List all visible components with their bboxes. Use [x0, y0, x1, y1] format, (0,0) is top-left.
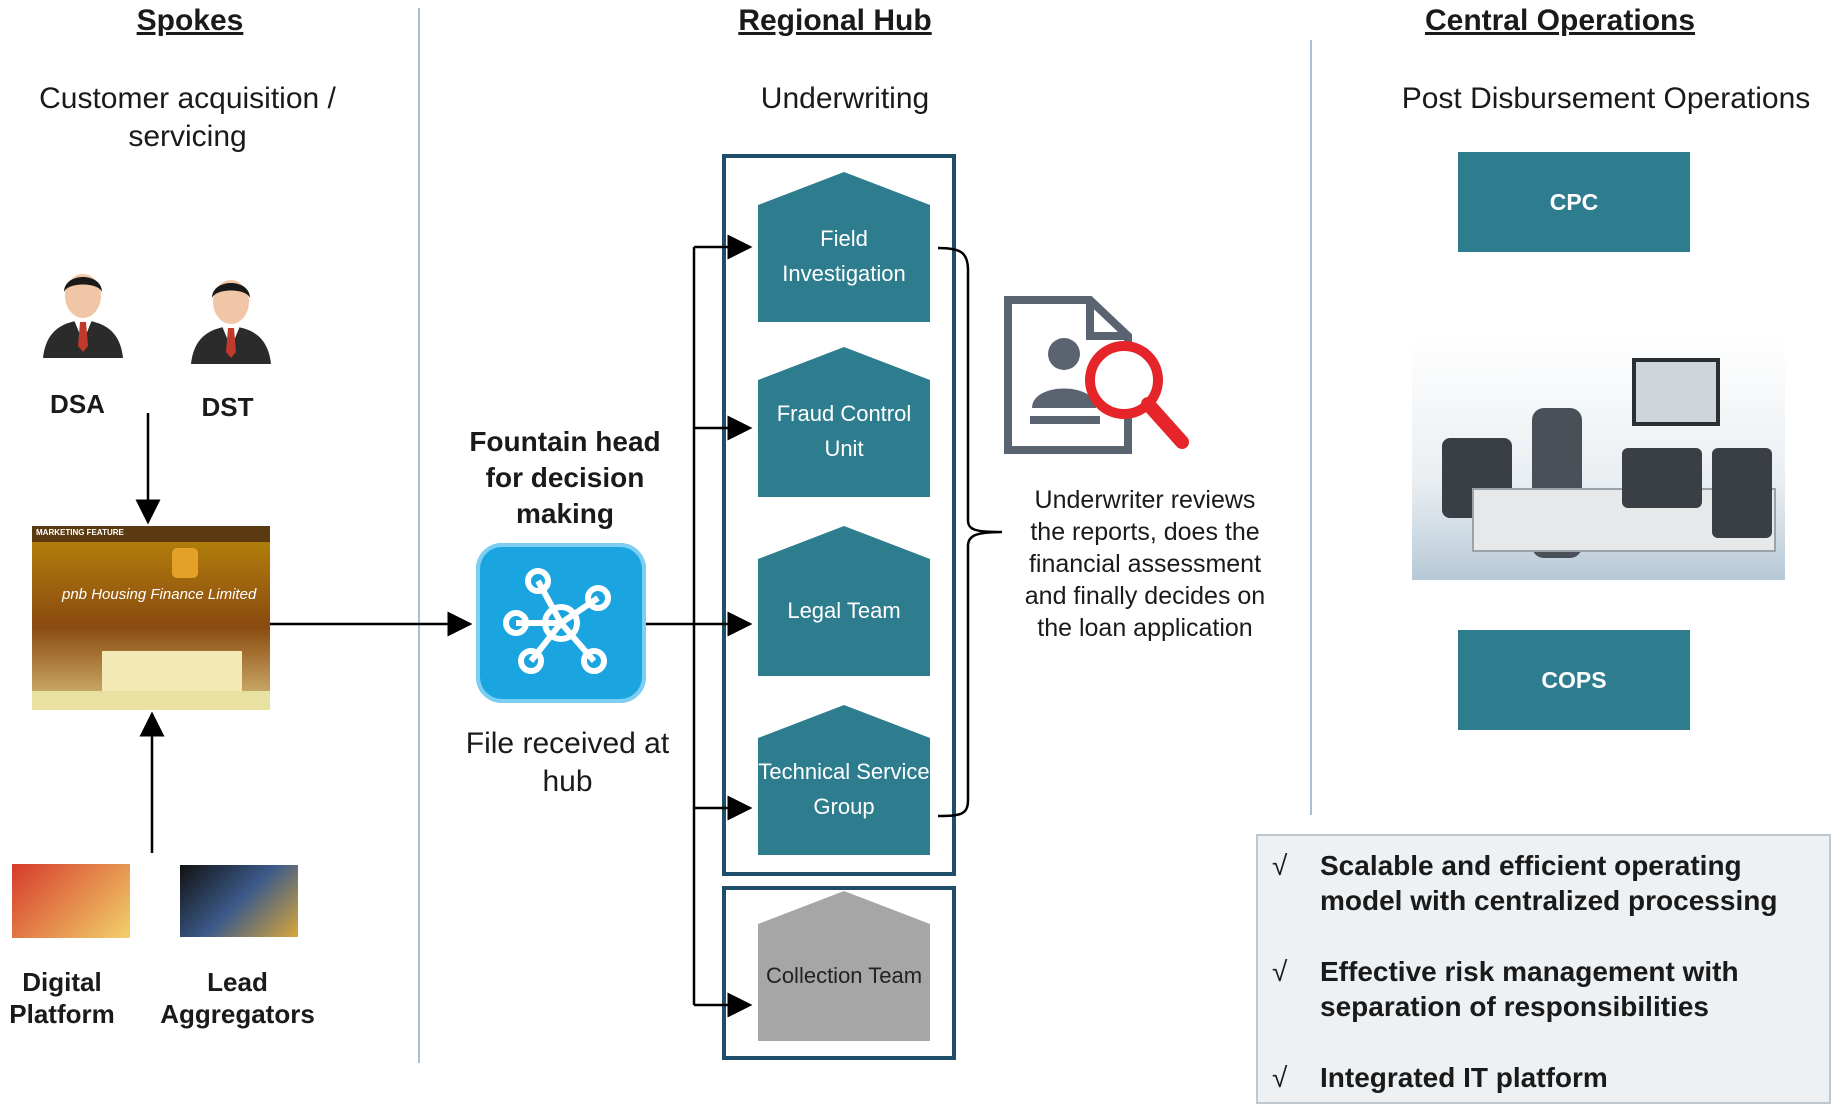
technical-service-group-label: Technical Service Group: [758, 759, 930, 819]
benefit-text: Scalable and efficient operating model w…: [1320, 850, 1778, 916]
collection-team-label: Collection Team: [765, 962, 923, 988]
collection-frame: [722, 886, 956, 1060]
branch-sign: pnb Housing Finance Limited: [62, 586, 257, 603]
cpc-box: CPC: [1458, 152, 1690, 252]
legal-team-label: Legal Team: [787, 597, 901, 623]
fountain-head-label: Fountain head for decision making: [469, 426, 661, 529]
check-mark-icon: √: [1272, 956, 1288, 987]
lead-aggregators-image: [180, 865, 298, 937]
digital-platform-image: [12, 864, 130, 938]
regional-hub-title: Regional Hub: [738, 4, 932, 37]
divider-left: [418, 8, 420, 1063]
file-received-label: File received at hub: [465, 727, 670, 798]
dst-label: DST: [201, 392, 254, 422]
benefit-text: Effective risk management with separatio…: [1320, 956, 1739, 1022]
divider-right: [1310, 40, 1312, 815]
collection-team-box: Collection Team: [758, 891, 930, 1041]
benefits-box: √ Scalable and efficient operating model…: [1256, 834, 1831, 1104]
pnb-logo-icon: [172, 548, 198, 578]
digital-platform-label: Digital Platform: [9, 967, 115, 1029]
cops-box: COPS: [1458, 630, 1690, 730]
check-mark-icon: √: [1272, 1062, 1288, 1093]
hub-subtitle: Underwriting: [760, 82, 930, 115]
technical-service-group-box: Technical Service Group: [758, 705, 930, 855]
field-investigation-label: Field Investigation: [782, 226, 906, 286]
network-hub-icon: [476, 543, 646, 703]
branch-photo: MARKETING FEATURE pnb Housing Finance Li…: [32, 526, 270, 710]
legal-team-box: Legal Team: [758, 526, 930, 676]
mailing-machine-photo: [1412, 338, 1785, 580]
branch-banner: MARKETING FEATURE: [36, 528, 124, 537]
lead-aggregators-label: Lead Aggregators: [160, 967, 315, 1029]
underwriter-note: Underwriter reviews the reports, does th…: [1024, 486, 1266, 642]
check-mark-icon: √: [1272, 850, 1288, 881]
benefit-text: Integrated IT platform: [1320, 1062, 1608, 1093]
spokes-title: Spokes: [136, 4, 244, 37]
document-search-icon: [1004, 296, 1189, 454]
dst-person-icon: [191, 280, 271, 364]
central-subtitle: Post Disbursement Operations: [1401, 82, 1811, 115]
dsa-person-icon: [43, 274, 123, 358]
fraud-control-unit-label: Fraud Control Unit: [776, 401, 912, 461]
field-investigation-box: Field Investigation: [758, 172, 930, 322]
teams-frame: [722, 154, 956, 876]
fraud-control-unit-box: Fraud Control Unit: [758, 347, 930, 497]
central-operations-title: Central Operations: [1424, 4, 1696, 37]
dsa-label: DSA: [50, 389, 105, 419]
spokes-subtitle: Customer acquisition / servicing: [39, 82, 336, 153]
